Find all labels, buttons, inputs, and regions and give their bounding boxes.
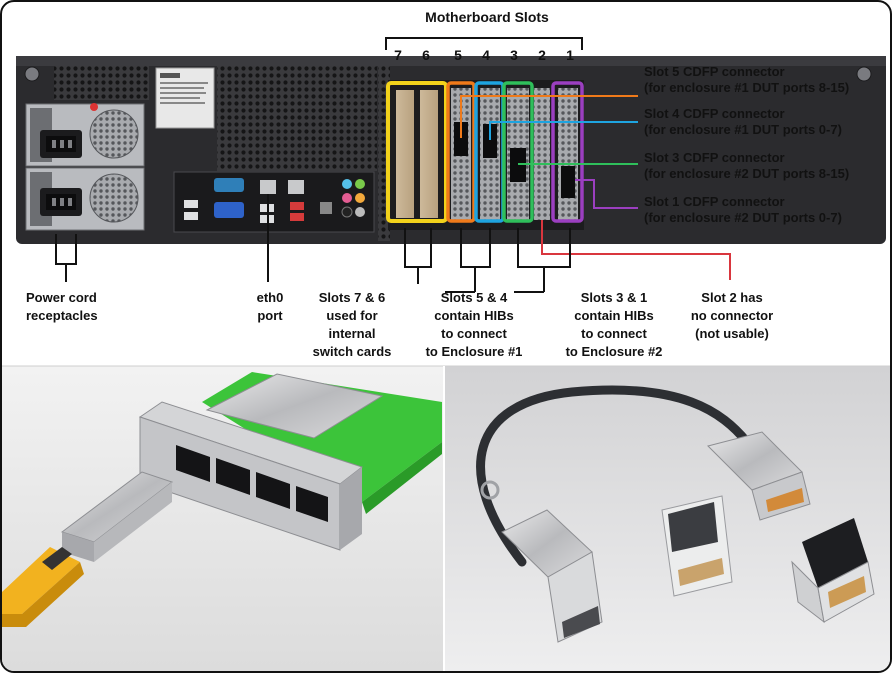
power-supply-top xyxy=(25,103,145,167)
usb-port-icon[interactable] xyxy=(184,200,198,208)
eth0-label-line1: eth0 xyxy=(257,290,284,305)
slot-2-blank xyxy=(534,88,550,220)
slots31-label-line4: to Enclosure #2 xyxy=(566,344,663,359)
power-label-line1: Power cord xyxy=(26,290,97,305)
cage-port-icon xyxy=(216,458,250,495)
slots76-label-line4: switch cards xyxy=(313,344,392,359)
slot-1-cdfp-connector-icon[interactable] xyxy=(561,166,575,198)
pull-tab-icon xyxy=(2,547,80,614)
vga-port-icon[interactable] xyxy=(214,202,244,218)
slot2-label-line2: no connector xyxy=(691,308,773,323)
slots54-label-line2: contain HIBs xyxy=(434,308,513,323)
slots54-label-line4: to Enclosure #1 xyxy=(426,344,523,359)
fan-grill-icon xyxy=(89,109,139,159)
slot-1-callout-title: Slot 1 CDFP connector xyxy=(644,194,785,209)
eth0-port-icon[interactable] xyxy=(260,180,276,194)
ethernet-port-icon[interactable] xyxy=(288,180,304,194)
motherboard-slots-title: Motherboard Slots xyxy=(425,9,549,25)
slot-3-callout-detail: (for enclosure #2 DUT ports 8-15) xyxy=(644,166,849,181)
slot-5-cdfp-connector-icon[interactable] xyxy=(454,122,468,156)
usb-port-icon[interactable] xyxy=(184,212,198,220)
slots31-label-line3: to connect xyxy=(581,326,647,341)
slot-number-6: 6 xyxy=(422,47,430,63)
slots76-label-line1: Slots 7 & 6 xyxy=(319,290,385,305)
slot-7-card xyxy=(396,90,414,218)
slot-6-card xyxy=(420,90,438,218)
cage-port-icon xyxy=(296,486,328,522)
slot-number-3: 3 xyxy=(510,47,518,63)
slot-number-2: 2 xyxy=(538,47,546,63)
slots54-label-line1: Slots 5 & 4 xyxy=(441,290,508,305)
slot-1-highlight xyxy=(551,81,584,223)
slot-number-4: 4 xyxy=(482,47,490,63)
fan-grill-icon xyxy=(89,173,139,223)
slots31-label-line1: Slots 3 & 1 xyxy=(581,290,647,305)
slot-3-highlight xyxy=(502,81,534,223)
slot-2-leader-line xyxy=(541,220,731,280)
slots-bracket xyxy=(385,37,583,50)
slot-5-callout-detail: (for enclosure #1 DUT ports 8-15) xyxy=(644,80,849,95)
slot-5-highlight xyxy=(446,81,476,223)
cage-port-icon xyxy=(256,472,290,509)
slot-7-6-highlight xyxy=(386,81,448,223)
slot-4-callout-detail: (for enclosure #1 DUT ports 0-7) xyxy=(644,122,842,137)
power-label-line2: receptacles xyxy=(26,308,98,323)
power-supply-bottom xyxy=(25,167,145,231)
slot2-label-line1: Slot 2 has xyxy=(701,290,762,305)
serial-port-icon[interactable] xyxy=(214,178,244,192)
cage-port-icon xyxy=(176,445,210,482)
slot-1-callout-detail: (for enclosure #2 DUT ports 0-7) xyxy=(644,210,842,225)
bottom-brackets xyxy=(55,194,571,292)
slot-number-7: 7 xyxy=(394,47,402,63)
slots76-label-line2: used for xyxy=(326,308,377,323)
slot-number-1: 1 xyxy=(566,47,574,63)
cdfp-cable-photo xyxy=(445,366,890,671)
slots76-label-line3: internal xyxy=(329,326,376,341)
slot-3-callout-title: Slot 3 CDFP connector xyxy=(644,150,785,165)
io-panel xyxy=(173,171,375,233)
slot-5-leader-line xyxy=(460,95,638,138)
slots31-label-line2: contain HIBs xyxy=(574,308,653,323)
slot-5-callout-title: Slot 5 CDFP connector xyxy=(644,64,785,79)
cdfp-cage-photo xyxy=(2,366,443,671)
eth0-label-line2: port xyxy=(257,308,283,323)
slots54-label-line3: to connect xyxy=(441,326,507,341)
slot-4-leader-line xyxy=(489,121,638,140)
slot2-label-line3: (not usable) xyxy=(695,326,769,341)
slot-1-leader-line xyxy=(575,179,638,209)
slot-1-card xyxy=(558,88,578,220)
slot-number-5: 5 xyxy=(454,47,462,63)
slot-4-cdfp-connector-icon[interactable] xyxy=(483,124,497,158)
slot-4-callout-title: Slot 4 CDFP connector xyxy=(644,106,785,121)
